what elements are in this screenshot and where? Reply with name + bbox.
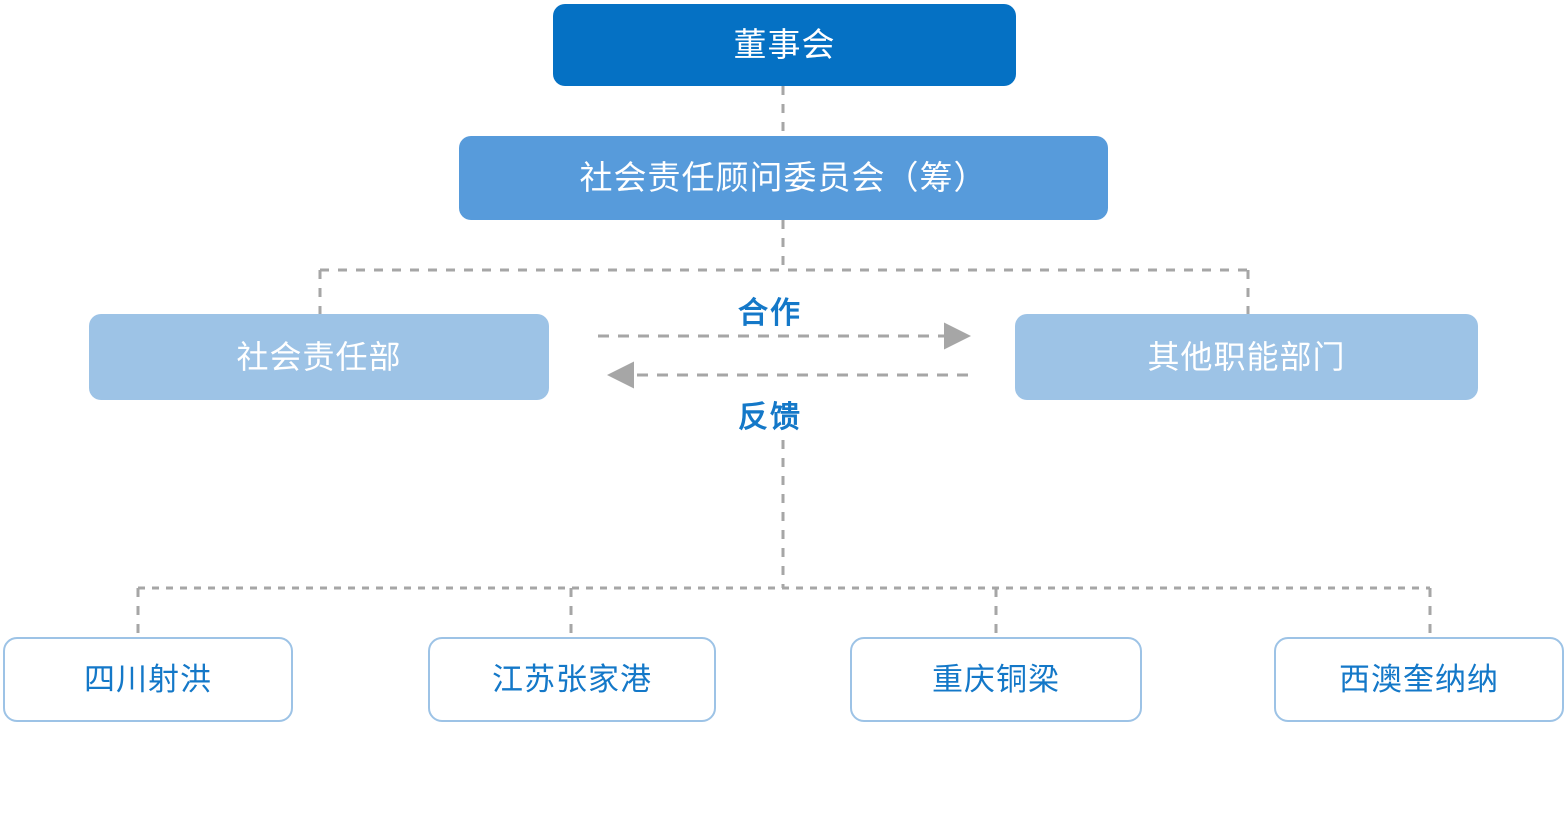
node-site-western-australia-kwinana[interactable]: 西澳奎纳纳 (1274, 637, 1564, 722)
node-board-of-directors[interactable]: 董事会 (553, 4, 1016, 86)
node-site-chongqing-tongliang[interactable]: 重庆铜梁 (850, 637, 1142, 722)
node-site-jiangsu-zhangjiagang[interactable]: 江苏张家港 (428, 637, 716, 722)
label-feedback: 反馈 (738, 401, 802, 434)
label-cooperation: 合作 (738, 297, 802, 330)
node-other-functional-departments[interactable]: 其他职能部门 (1015, 314, 1478, 400)
node-csr-department[interactable]: 社会责任部 (89, 314, 549, 400)
node-csr-advisory-committee[interactable]: 社会责任顾问委员会（筹） (459, 136, 1108, 220)
node-site-sichuan-shehong[interactable]: 四川射洪 (3, 637, 293, 722)
